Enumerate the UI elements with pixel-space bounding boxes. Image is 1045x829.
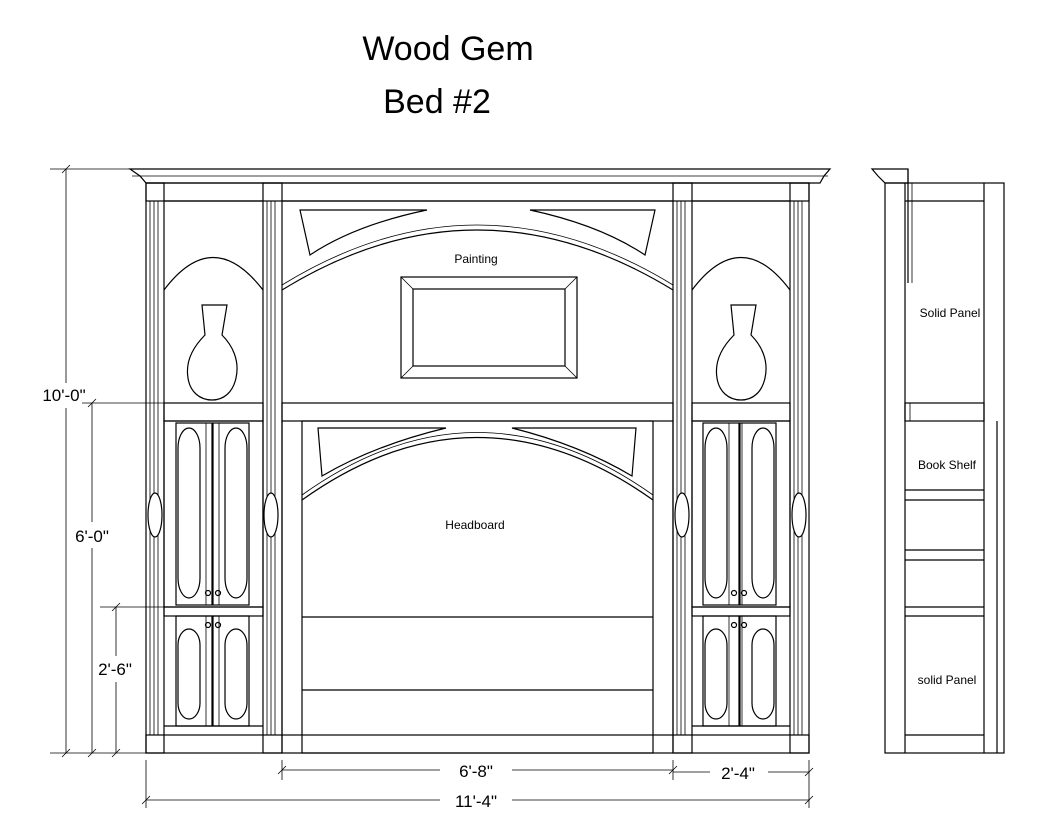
dim-total-width: 11'-4" [455, 792, 497, 811]
label-painting: Painting [454, 252, 497, 266]
center-ledge [281, 402, 674, 422]
dim-lower-height: 2'-6" [98, 660, 132, 679]
painting-frame [400, 276, 578, 379]
left-inner-pilaster [262, 182, 283, 754]
center-upper-bay: Painting [281, 200, 674, 422]
right-upper-door-a [702, 422, 740, 606]
dim-side-width: 2'-4" [721, 764, 755, 783]
vase-left [186, 304, 238, 401]
right-inner-pilaster [672, 182, 693, 754]
frieze [145, 182, 810, 202]
label-solid-panel-top: Solid Panel [920, 306, 981, 320]
left-cabinet [163, 200, 264, 727]
left-upper-door-b [212, 422, 250, 606]
side-carcass [884, 182, 1005, 754]
dim-total-height: 10'-0" [42, 386, 85, 405]
left-upper-door-a [175, 422, 213, 606]
vase-right [715, 304, 767, 401]
front-elevation: Painting Headboard [128, 168, 832, 754]
right-cabinet [691, 200, 791, 727]
side-crown [870, 168, 909, 184]
dim-shelf-height: 6'-0" [75, 527, 109, 546]
label-solid-panel-bottom: solid Panel [918, 673, 977, 687]
label-headboard: Headboard [445, 518, 504, 532]
left-outer-pilaster [145, 182, 165, 754]
right-outer-pilaster [789, 182, 810, 754]
headboard: Headboard [281, 420, 674, 754]
dim-headboard-width: 6'-8" [459, 762, 493, 781]
right-upper-door-b [739, 422, 777, 606]
label-book-shelf: Book Shelf [918, 458, 977, 472]
side-elevation: Solid Panel Book Shelf solid Panel [870, 168, 1005, 754]
dimension-lines: 10'-0" 6'-0" 2'-6" 6'-8" 2'-4" [42, 164, 814, 811]
title-line1: Wood Gem [362, 30, 533, 68]
base-plinth [145, 734, 810, 754]
title-line2: Bed #2 [383, 83, 491, 121]
